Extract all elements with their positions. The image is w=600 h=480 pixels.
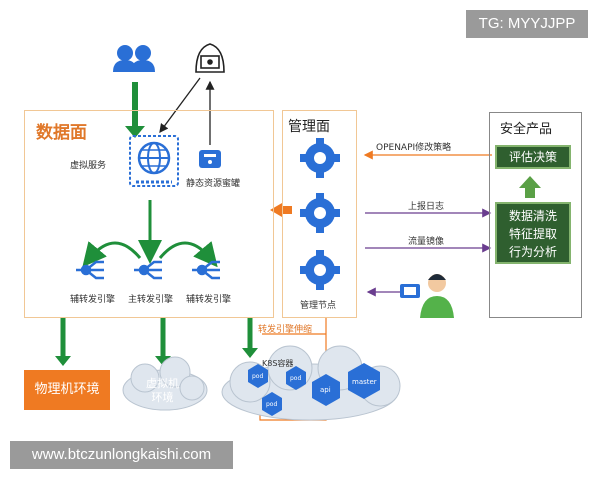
api-label: api bbox=[320, 386, 331, 394]
engine-aux-right-label: 辅转发引擎 bbox=[186, 295, 232, 305]
gear-icon-1 bbox=[300, 138, 340, 178]
engine-main-icon bbox=[134, 260, 162, 280]
openapi-label: OPENAPI修改策略 bbox=[376, 143, 452, 153]
watermark-top: TG: MYYJJPP bbox=[466, 10, 588, 38]
traffic-mirror-label: 流量镜像 bbox=[408, 237, 445, 247]
report-log-label: 上报日志 bbox=[408, 202, 445, 212]
k8s-pod-icon-1 bbox=[248, 364, 268, 388]
static-honeypot-label: 静态资源蜜罐 bbox=[186, 179, 241, 189]
engine-main-label: 主转发引擎 bbox=[128, 295, 174, 305]
watermark-bottom: www.btczunlongkaishi.com bbox=[10, 441, 233, 469]
hacker-to-service-arrow bbox=[159, 77, 201, 134]
pod-label-3: pod bbox=[266, 401, 278, 408]
scale-label: 转发引擎伸缩 bbox=[258, 325, 313, 335]
k8s-api-icon bbox=[312, 374, 340, 406]
eval-decision-box: 评估决策 bbox=[495, 145, 571, 169]
k8s-pod-icon-2 bbox=[286, 366, 306, 390]
master-label: master bbox=[352, 378, 377, 386]
mgmt-to-data-arrow bbox=[270, 203, 292, 217]
engine-aux-left-icon bbox=[76, 260, 104, 280]
data-plane-panel bbox=[24, 110, 274, 318]
data-plane-title: 数据面 bbox=[36, 123, 87, 143]
main-to-aux-right-arrow bbox=[158, 241, 218, 268]
k8s-master-icon bbox=[348, 363, 380, 399]
pod-label-2: pod bbox=[290, 375, 302, 382]
security-product-title: 安全产品 bbox=[500, 122, 553, 137]
k8s-label: K8S容器 bbox=[262, 359, 294, 368]
security-product-panel bbox=[489, 112, 582, 318]
eval-up-arrow bbox=[519, 176, 541, 198]
gear-icon-3 bbox=[300, 250, 340, 290]
hacker-icon bbox=[195, 43, 225, 73]
admin-person-icon bbox=[400, 274, 454, 318]
analysis-line-3: 行为分析 bbox=[508, 245, 557, 259]
main-to-aux-left-arrow bbox=[82, 241, 142, 268]
k8s-pod-icon-3 bbox=[262, 392, 282, 416]
physical-env-box: 物理机环境 bbox=[24, 370, 110, 410]
virtual-env-cloud bbox=[122, 356, 208, 411]
virtual-service-icon bbox=[129, 135, 179, 187]
virtual-service-label: 虚拟服务 bbox=[70, 161, 107, 171]
analysis-box: 数据清洗 特征提取 行为分析 bbox=[495, 202, 571, 264]
analysis-line-1: 数据清洗 bbox=[508, 209, 557, 223]
gear-icon-2 bbox=[300, 193, 340, 233]
analysis-line-2: 特征提取 bbox=[508, 227, 557, 241]
engine-aux-right-icon bbox=[192, 260, 220, 280]
management-node-label: 管理节点 bbox=[300, 301, 337, 311]
virtual-env-label: 虚拟机 环境 bbox=[146, 377, 179, 404]
users-icon bbox=[113, 45, 155, 72]
pod-label-1: pod bbox=[252, 373, 264, 380]
honeypot-server-icon bbox=[199, 150, 221, 168]
engine-aux-left-label: 辅转发引擎 bbox=[70, 295, 116, 305]
management-plane-title: 管理面 bbox=[288, 119, 330, 135]
management-plane-panel bbox=[282, 110, 357, 318]
